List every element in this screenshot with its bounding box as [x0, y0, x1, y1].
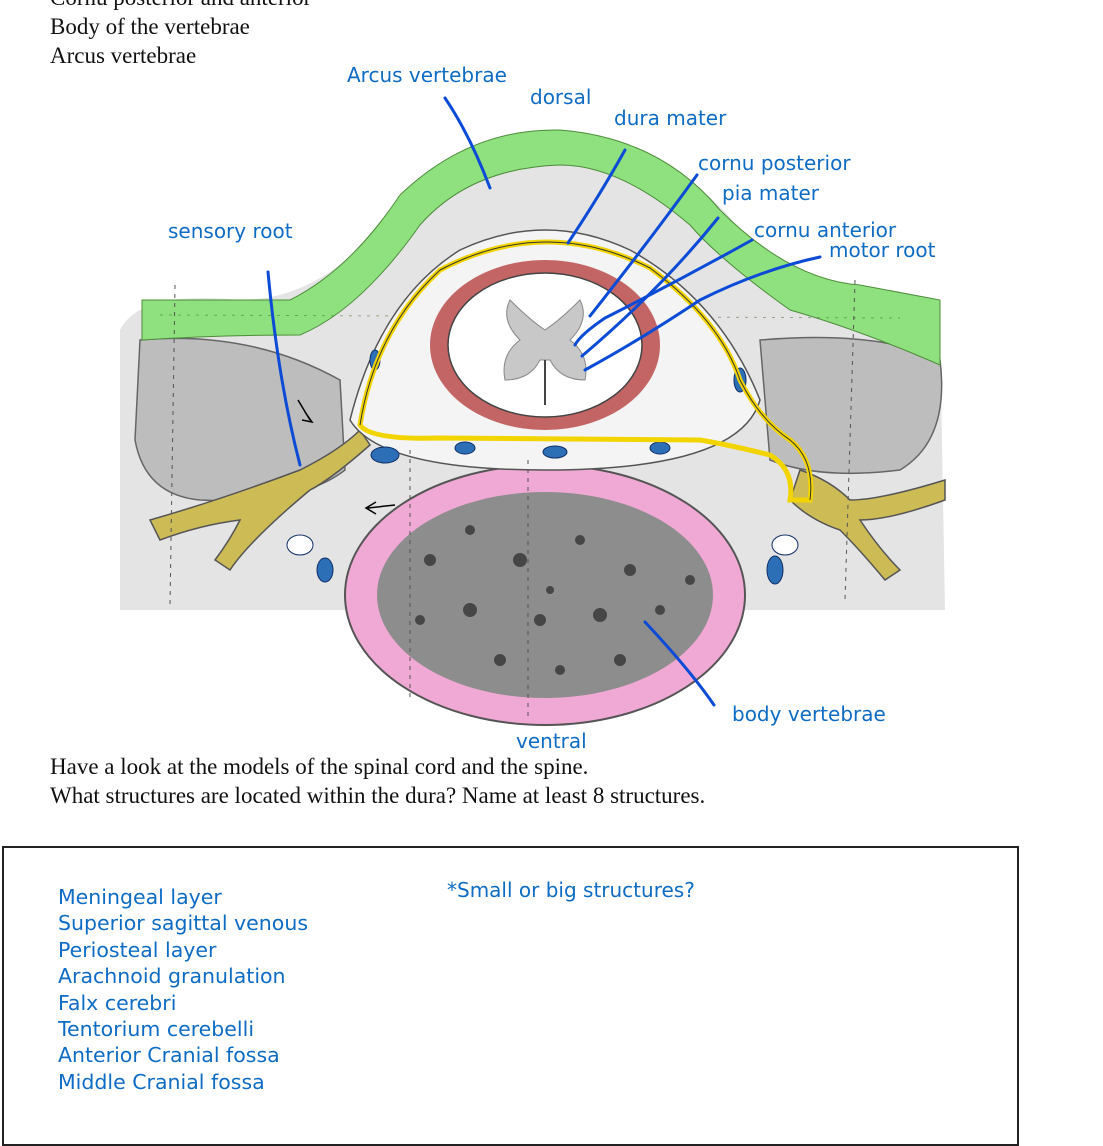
header-line-3: Arcus vertebrae — [50, 43, 197, 68]
label-dura-mater: dura mater — [614, 106, 727, 130]
answer-item: Anterior Cranial fossa — [58, 1043, 280, 1068]
header-line-1: Cornu posterior and anterior — [50, 0, 311, 11]
answer-item: Meningeal layer — [58, 885, 222, 909]
left-spinal-nerve — [148, 428, 371, 572]
label-arcus-vertebrae: Arcus vertebrae — [347, 63, 507, 87]
instruction-line-2: What structures are located within the d… — [50, 783, 706, 808]
answer-list: Meningeal layer Superior sagittal venous… — [58, 884, 311, 1095]
grey-matter — [503, 299, 587, 381]
spinal-cord-cross-section-figure — [120, 96, 946, 726]
answer-item: Arachnoid granulation — [58, 964, 286, 989]
header-line-2: Body of the vertebrae — [50, 14, 250, 39]
label-body-vertebrae: body vertebrae — [732, 702, 886, 726]
instruction-line-1: Have a look at the models of the spinal … — [50, 754, 589, 779]
right-spinal-nerve — [789, 469, 946, 581]
label-ventral: ventral — [516, 729, 587, 753]
epidural-veins — [286, 349, 799, 585]
answer-item: Tentorium cerebelli — [58, 1017, 255, 1042]
answer-item: Falx cerebri — [58, 990, 177, 1015]
right-lateral-bone — [759, 336, 943, 475]
answer-note: *Small or big structures? — [447, 878, 695, 902]
label-dorsal: dorsal — [530, 85, 592, 109]
arcus-vertebrae-highlight — [141, 129, 941, 366]
label-cornu-posterior: cornu posterior — [698, 151, 851, 175]
label-sensory-root: sensory root — [168, 219, 293, 243]
label-motor-root: motor root — [829, 238, 936, 262]
label-cornu-anterior: cornu anterior — [754, 218, 897, 242]
label-pia-mater: pia mater — [722, 181, 819, 205]
answer-item: Periosteal layer — [58, 937, 217, 962]
answer-item: Superior sagittal venous sinus — [58, 911, 311, 936]
body-vertebrae-spongy — [377, 492, 713, 698]
answer-item: Middle Cranial fossa — [58, 1069, 265, 1094]
spongy-texture — [415, 525, 695, 675]
